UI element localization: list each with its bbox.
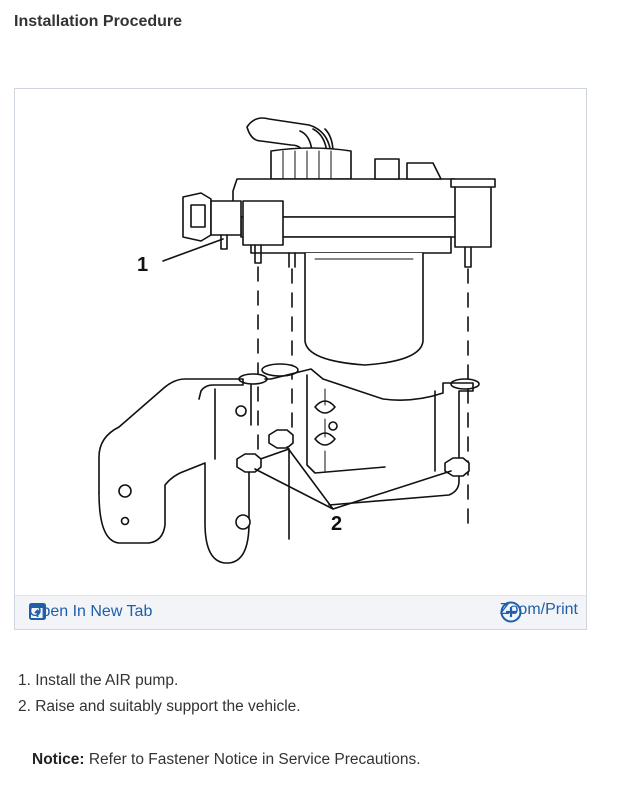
- notice-label: Notice:: [32, 751, 85, 768]
- callout-label-2: 2: [331, 513, 343, 535]
- notice-message: Refer to Fastener Notice in Service Prec…: [84, 751, 421, 768]
- air-pump-illustration: [98, 117, 496, 564]
- section-title: Installation Procedure: [14, 13, 183, 30]
- callout-label-1: 1: [137, 254, 149, 276]
- step-item: 2. Raise and suitably support the vehicl…: [18, 698, 301, 715]
- diagram-figure: 1 2 Open In New Tab Zoom/Print: [14, 88, 587, 630]
- open-in-new-tab-icon: [29, 603, 46, 620]
- open-in-new-tab-link[interactable]: Open In New Tab: [29, 603, 152, 621]
- zoom-plus-icon: [500, 601, 522, 623]
- step-item: 1. Install the AIR pump.: [18, 672, 179, 689]
- figure-toolbar: Open In New Tab Zoom/Print: [15, 595, 586, 629]
- notice-text: Notice: Refer to Fastener Notice in Serv…: [32, 751, 421, 769]
- zoom-print-link[interactable]: Zoom/Print: [500, 601, 578, 623]
- open-in-new-tab-label: Open In New Tab: [29, 603, 153, 620]
